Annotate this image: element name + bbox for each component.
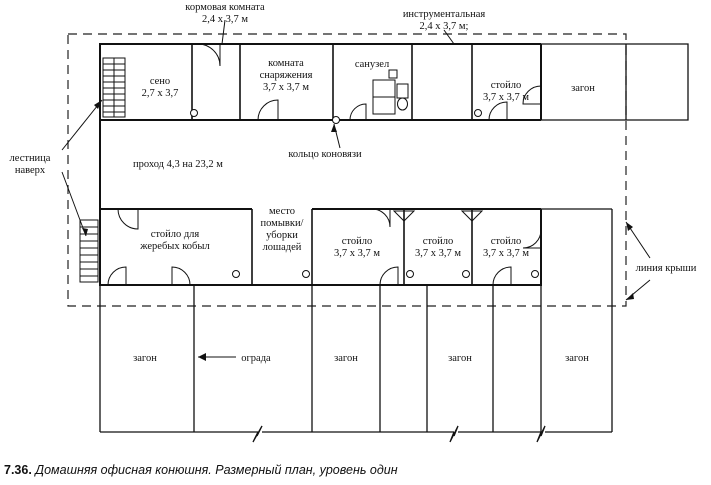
label-paddock-ne: загон: [571, 83, 595, 94]
ne-paddock-fence: [541, 43, 689, 121]
label-feed-room: кормовая комната: [185, 2, 265, 13]
label-tie-ring: кольцо коновязи: [288, 149, 362, 160]
building-walls: [99, 43, 542, 286]
label-stall-s2-size: 3,7 х 3,7 м: [415, 248, 461, 259]
label-mare-stall-1: стойло для: [151, 229, 200, 240]
bathroom-fixtures: [372, 69, 409, 115]
tie-rings: [190, 109, 539, 278]
label-stall-ne-size: 3,7 х 3,7 м: [483, 92, 529, 103]
label-stall-s3-size: 3,7 х 3,7 м: [483, 248, 529, 259]
leader-arrowheads: [82, 100, 634, 361]
label-wash-4: лошадей: [263, 242, 302, 253]
label-fence: ограда: [241, 353, 271, 364]
feeder-corners: [392, 210, 484, 223]
label-aisle: проход 4,3 на 23,2 м: [133, 159, 223, 170]
caption-number: 7.36.: [4, 463, 32, 477]
north-door-swings: [197, 43, 542, 121]
label-wash-3: уборки: [266, 230, 298, 241]
stairs-bottom: [79, 219, 99, 283]
label-stall-s2: стойло: [423, 236, 453, 247]
figure-caption: 7.36. Домашняя офисная конюшня. Размерны…: [4, 463, 704, 477]
label-wash-1: место: [269, 206, 295, 217]
label-tool-room: инструментальная: [403, 9, 486, 20]
label-roof-line: линия крыши: [636, 263, 697, 274]
stairs-top: [102, 57, 126, 118]
label-stall-s1-size: 3,7 х 3,7 м: [334, 248, 380, 259]
label-wash-2: помывки/: [261, 218, 304, 229]
south-paddock-fences: [99, 208, 613, 443]
label-paddock-s3: загон: [448, 353, 472, 364]
label-stairs-1: лестница: [10, 153, 51, 164]
label-mare-stall-2: жеребых кобыл: [139, 241, 209, 252]
label-tack-room-size: 3,7 х 3,7 м: [263, 82, 309, 93]
label-paddock-s4: загон: [565, 353, 589, 364]
label-stall-ne: стойло: [491, 80, 521, 91]
label-stairs-2: наверх: [15, 165, 46, 176]
label-tack-room-1: комната: [268, 58, 304, 69]
stable-floor-plan: кормовая комната 2,4 х 3,7 м инструмента…: [10, 2, 697, 443]
south-door-swings: [107, 208, 542, 286]
label-feed-room-size: 2,4 х 3,7 м: [202, 14, 248, 25]
roof-line-outline: [67, 33, 627, 307]
label-paddock-s1: загон: [133, 353, 157, 364]
label-paddock-s2: загон: [334, 353, 358, 364]
label-hay: сено: [150, 76, 170, 87]
label-tool-room-size: 2,4 х 3,7 м;: [420, 21, 469, 32]
label-tack-room-2: снаряжения: [260, 70, 313, 81]
north-partitions: [191, 44, 473, 120]
label-stall-s1: стойло: [342, 236, 372, 247]
label-stall-s3: стойло: [491, 236, 521, 247]
caption-text: Домашняя офисная конюшня. Размерный план…: [35, 463, 398, 477]
label-hay-size: 2,7 х 3,7: [142, 88, 179, 99]
label-bathroom: санузел: [355, 59, 389, 70]
